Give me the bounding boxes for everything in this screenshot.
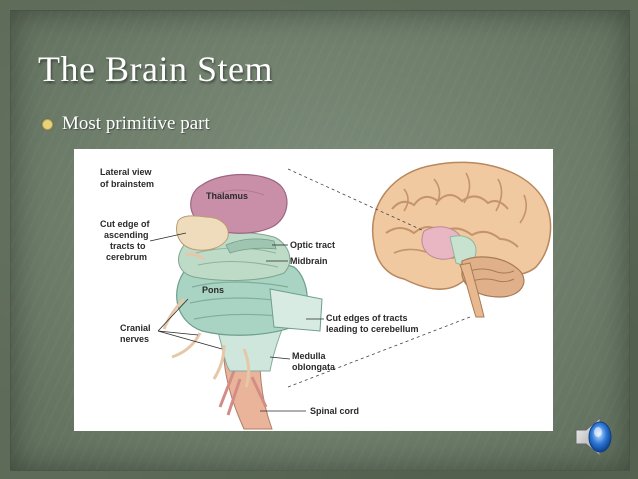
guide-lines — [287, 168, 471, 388]
speaker-icon[interactable] — [570, 412, 620, 462]
label-pons: Pons — [202, 285, 224, 295]
label-thalamus: Thalamus — [206, 191, 248, 201]
label-medulla-2: oblongata — [292, 362, 336, 372]
brainstem-diagram: Lateral view of brainstem — [74, 149, 553, 431]
label-cut-edge-2: ascending — [104, 230, 149, 240]
brainstem-figure — [162, 173, 323, 430]
label-optic-tract: Optic tract — [290, 240, 335, 250]
label-cut-edge-3: tracts to — [110, 241, 146, 251]
label-spinal-cord: Spinal cord — [310, 406, 359, 416]
label-pointers — [149, 232, 324, 412]
brainstem-illustration: Lateral view of brainstem — [100, 161, 552, 430]
label-midbrain: Midbrain — [290, 256, 328, 266]
label-medulla-1: Medulla — [292, 351, 326, 361]
label-cut-edges-tracts-1: Cut edges of tracts — [326, 313, 408, 323]
diagram-heading-line2: of brainstem — [100, 179, 154, 189]
label-cut-edge-1: Cut edge of — [100, 219, 150, 229]
bullet-item: Most primitive part — [42, 113, 210, 135]
bullet-text: Most primitive part — [62, 113, 210, 134]
slide-title: The Brain Stem — [38, 49, 273, 89]
label-cut-edges-tracts-2: leading to cerebellum — [326, 324, 419, 334]
diagram-heading-line1: Lateral view — [100, 167, 153, 177]
label-cranial-2: nerves — [120, 334, 149, 344]
circle-bullet-icon — [42, 118, 53, 130]
label-cranial-1: Cranial — [120, 323, 151, 333]
label-cut-edge-4: cerebrum — [106, 252, 147, 262]
whole-brain-figure — [371, 161, 552, 318]
